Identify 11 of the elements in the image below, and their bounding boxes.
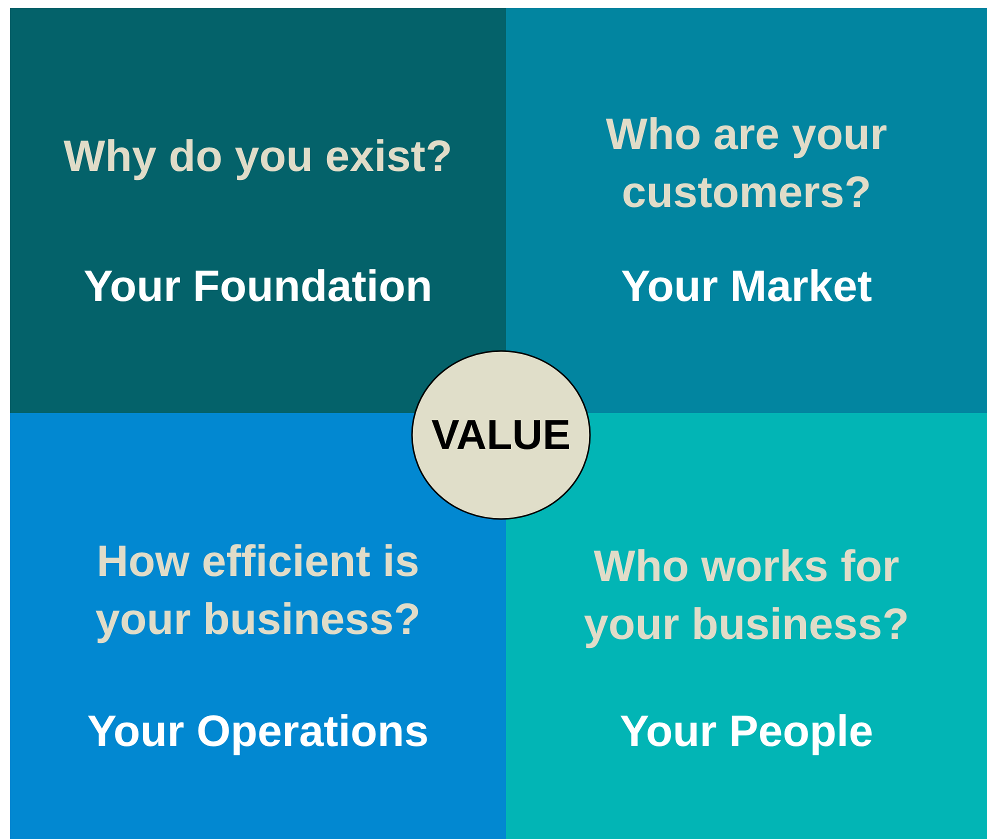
heading-text: Your Operations [87, 706, 429, 758]
heading-text: Your Foundation [84, 261, 432, 313]
question-text: How efficient is your business? [94, 536, 422, 646]
question-text: Why do you exist? [64, 131, 452, 183]
heading-text: Your People [620, 706, 874, 758]
heading-text: Your Market [620, 261, 872, 313]
question-text: Who works for your business? [582, 541, 910, 651]
center-label: VALUE [431, 411, 571, 458]
quadrant-panel [10, 8, 506, 413]
question-text: Who are your customers? [604, 109, 888, 219]
quadrant-panel [506, 8, 987, 413]
